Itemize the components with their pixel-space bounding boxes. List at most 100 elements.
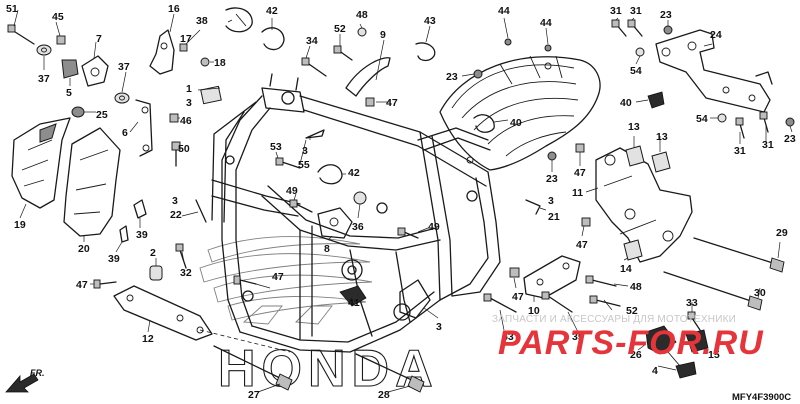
callout-c20: 20	[78, 243, 90, 255]
callout-c19: 19	[14, 219, 26, 231]
top-center-hardware	[149, 7, 552, 133]
callout-c24: 24	[710, 29, 722, 41]
callout-c42b: 42	[348, 167, 360, 179]
callout-c44b: 44	[540, 17, 552, 29]
callout-c36: 36	[352, 221, 364, 233]
callout-c21: 21	[548, 211, 560, 223]
shock-mount-bracket	[547, 143, 693, 263]
callout-c40b: 40	[620, 97, 632, 109]
watermark-caption: ЗАПЧАСТИ И АКСЕССУАРЫ ДЛЯ МОТОТЕХНИКИ	[492, 314, 736, 325]
callout-c55: 55	[298, 159, 310, 171]
callout-c12: 12	[142, 333, 154, 345]
callout-c44a: 44	[498, 5, 510, 17]
callout-c3d: 3	[548, 195, 554, 207]
callout-c48a: 48	[356, 9, 368, 21]
callout-c2: 2	[150, 247, 156, 259]
callout-c27: 27	[248, 389, 260, 401]
callout-c31b: 31	[630, 5, 642, 17]
callout-c43: 43	[424, 15, 436, 27]
honda-brand-lettering: HONDA	[218, 340, 439, 398]
callout-c47e: 47	[576, 239, 588, 251]
callout-c28: 28	[378, 389, 390, 401]
callout-c35: 35	[572, 331, 584, 343]
callout-c15: 15	[708, 349, 720, 361]
callout-c39b: 39	[108, 253, 120, 265]
callout-c46: 46	[180, 115, 192, 127]
long-bolt-27	[213, 345, 293, 391]
leader-lines	[13, 9, 793, 393]
callout-c22: 22	[170, 209, 182, 221]
front-direction-indicator: FR.	[5, 368, 45, 393]
callout-c47c: 47	[272, 271, 284, 283]
watermark-brand: PARTS-FOR.RU	[498, 324, 764, 362]
long-bolt-29	[693, 237, 785, 273]
callout-c52b: 52	[626, 305, 638, 317]
callout-c41: 41	[348, 297, 360, 309]
callout-c49b: 49	[428, 221, 440, 233]
front-direction-label: FR.	[30, 368, 45, 378]
main-frame	[211, 73, 501, 353]
callout-c9: 9	[380, 29, 386, 41]
callout-c13a: 13	[628, 121, 640, 133]
callout-c38: 38	[196, 15, 208, 27]
callout-c47a: 47	[76, 279, 88, 291]
callout-c33: 33	[686, 297, 698, 309]
callout-c47f: 47	[512, 291, 524, 303]
callout-c51: 51	[6, 3, 18, 15]
callout-c6: 6	[122, 127, 128, 139]
callout-c48b: 48	[630, 281, 642, 293]
callout-c47d: 47	[574, 167, 586, 179]
honda-wing-logo	[199, 236, 373, 325]
callout-c40a: 40	[510, 117, 522, 129]
callout-c45: 45	[52, 11, 64, 23]
right-side-cover	[63, 127, 121, 237]
callout-c11: 11	[572, 187, 583, 199]
callout-c39a: 39	[136, 229, 148, 241]
callout-c4: 4	[652, 365, 658, 377]
watermark: ЗАПЧАСТИ И АКСЕССУАРЫ ДЛЯ МОТОТЕХНИКИ PA…	[492, 314, 764, 362]
front-direction-arrow-icon	[5, 373, 39, 393]
callout-c10: 10	[528, 305, 540, 317]
callout-c23d: 23	[546, 173, 558, 185]
left-side-cover	[11, 117, 71, 209]
frame-id-plate	[200, 85, 222, 105]
lower-right-hardware	[483, 255, 709, 379]
callout-c52a: 52	[334, 23, 346, 35]
callout-c13b: 13	[656, 131, 668, 143]
callout-c5: 5	[66, 87, 72, 99]
callout-c32: 32	[180, 267, 192, 279]
callout-c53b: 53	[502, 331, 514, 343]
callout-c25: 25	[96, 109, 108, 121]
callout-c34: 34	[306, 35, 318, 47]
rear-bracket-right	[611, 19, 795, 139]
long-bolt-30	[663, 271, 763, 311]
callout-c1: 1	[186, 83, 192, 95]
callout-c3b: 3	[302, 145, 308, 157]
callout-c53a: 53	[270, 141, 282, 153]
callout-c47b: 47	[386, 97, 398, 109]
callout-c31d: 31	[762, 139, 774, 151]
callout-c3c: 3	[172, 195, 178, 207]
callout-c50: 50	[178, 143, 190, 155]
callout-c26: 26	[630, 349, 642, 361]
rear-fender	[439, 55, 601, 171]
callout-c16: 16	[168, 3, 180, 15]
callout-c49a: 49	[286, 185, 298, 197]
callout-c54b: 54	[696, 113, 708, 125]
callout-c23b: 23	[660, 9, 672, 21]
upper-left-hardware	[7, 24, 187, 289]
callout-c42a: 42	[266, 5, 278, 17]
callout-c29: 29	[776, 227, 788, 239]
center-hardware	[195, 129, 541, 307]
callout-c3a: 3	[186, 97, 192, 109]
callout-c7: 7	[96, 33, 102, 45]
callout-c31a: 31	[610, 5, 622, 17]
callout-c3e: 3	[436, 321, 442, 333]
callout-c23a: 23	[446, 71, 458, 83]
callout-c23c: 23	[784, 133, 796, 145]
callout-c8: 8	[324, 243, 330, 255]
callout-c18: 18	[214, 57, 226, 69]
lower-bracket	[113, 285, 291, 353]
